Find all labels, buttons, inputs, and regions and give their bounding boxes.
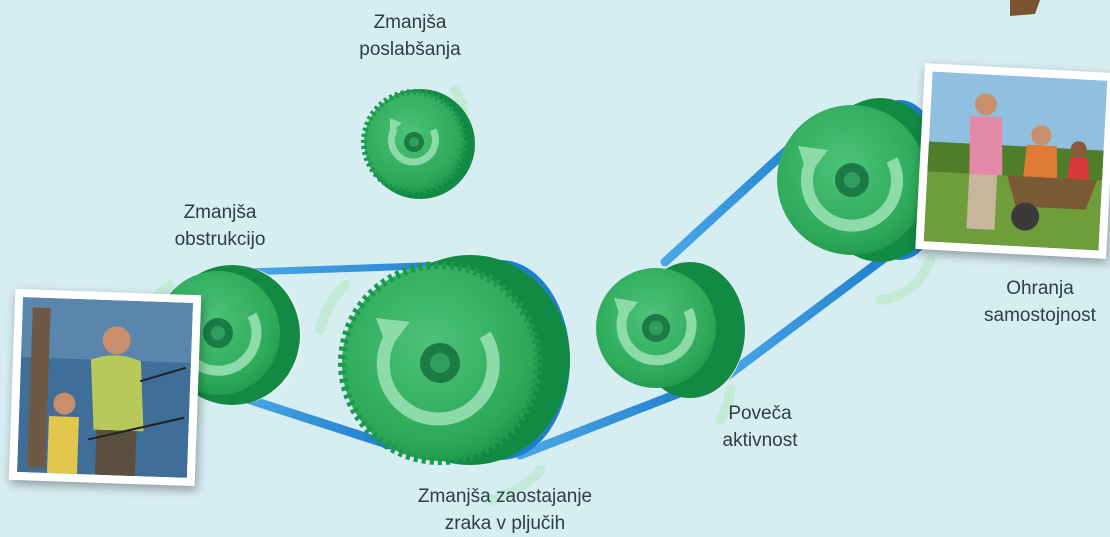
label-zmanjsa-zaostajanje: Zmanjša zaostajanje zraka v pljučih bbox=[385, 483, 625, 537]
label-poveca-aktivnost: Poveča aktivnost bbox=[700, 400, 820, 454]
label-zmanjsa-obstrukcijo: Zmanjša obstrukcijo bbox=[150, 199, 290, 253]
label-line: Ohranja bbox=[975, 275, 1105, 302]
man-and-child-fishing-photo bbox=[17, 297, 193, 478]
family-with-wheelbarrow-photo bbox=[924, 72, 1108, 251]
gear-large-center bbox=[342, 255, 570, 465]
label-line: aktivnost bbox=[700, 427, 820, 454]
label-line: Zmanjša bbox=[340, 9, 480, 36]
label-line: samostojnost bbox=[975, 302, 1105, 329]
label-ohranja-samostojnost: Ohranja samostojnost bbox=[975, 275, 1105, 329]
gear-right-center bbox=[596, 262, 745, 398]
label-line: obstrukcijo bbox=[150, 226, 290, 253]
photo-right bbox=[915, 63, 1110, 259]
gear-small-top bbox=[364, 89, 475, 199]
label-line: Zmanjša bbox=[150, 199, 290, 226]
shoe-fragment bbox=[1010, 0, 1040, 16]
label-line: zraka v pljučih bbox=[385, 510, 625, 537]
label-line: Zmanjša zaostajanje bbox=[385, 483, 625, 510]
label-line: Poveča bbox=[700, 400, 820, 427]
photo-left bbox=[9, 289, 202, 486]
label-zmanjsa-poslabsanja: Zmanjša poslabšanja bbox=[340, 9, 480, 63]
label-line: poslabšanja bbox=[340, 36, 480, 63]
